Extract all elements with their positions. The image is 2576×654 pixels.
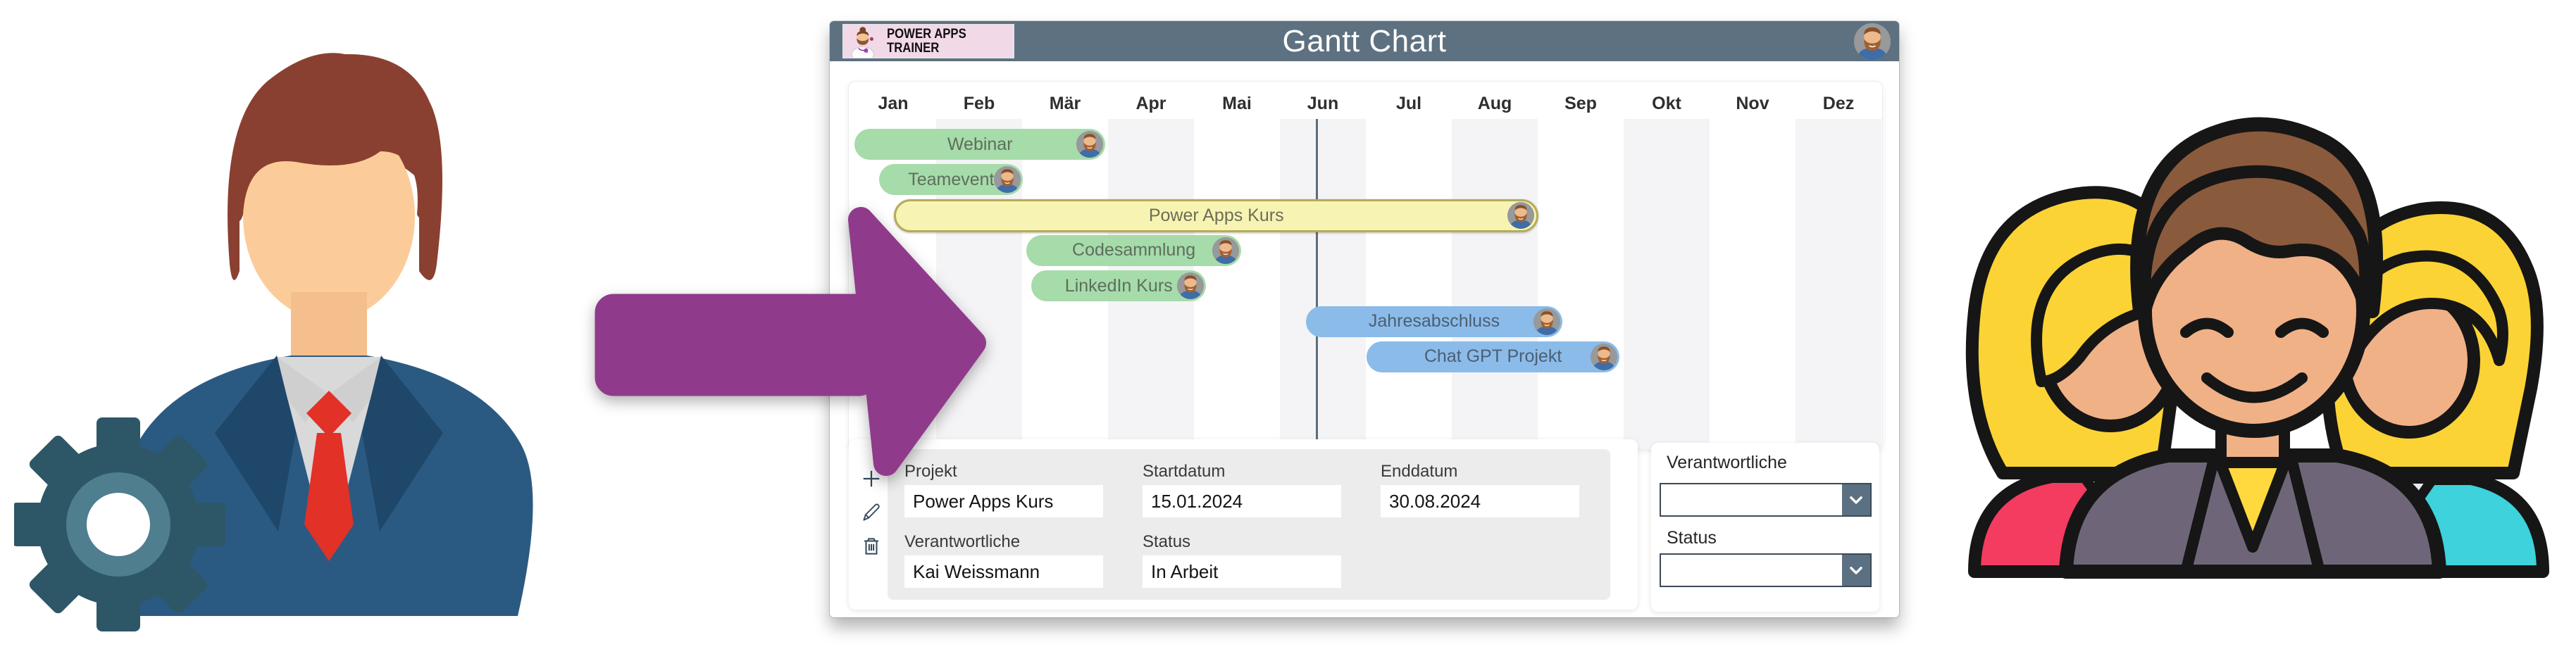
projekt-label: Projekt xyxy=(904,462,957,481)
user-avatar[interactable] xyxy=(1854,23,1891,60)
gantt-bar-label: Teamevent xyxy=(908,169,995,189)
gear-icon xyxy=(14,417,225,631)
verantwortliche-label: Verantwortliche xyxy=(904,532,1021,551)
lapel-left xyxy=(215,356,296,532)
gantt-bar-label: Codesammlung xyxy=(1072,240,1196,260)
verantwortliche-field[interactable] xyxy=(904,555,1103,588)
add-button[interactable] xyxy=(860,467,883,490)
page-title: Gantt Chart xyxy=(1282,24,1447,58)
gantt-bar-label: Webinar xyxy=(947,134,1013,154)
trash-icon xyxy=(864,538,878,555)
businessman-illustration xyxy=(14,53,533,631)
responsible-dropdown-button[interactable] xyxy=(1842,484,1870,515)
man-hair-front xyxy=(2138,165,2372,317)
month-label-feb: Feb xyxy=(963,94,995,113)
gantt-bar-codesammlung[interactable]: Codesammlung xyxy=(1026,234,1242,266)
gantt-bar-jahresabschluss[interactable]: Jahresabschluss xyxy=(1305,306,1563,337)
status-dropdown-value xyxy=(1661,555,1842,586)
app-header-bar: POWER APPS TRAINER Gantt Chart xyxy=(830,21,1899,61)
gantt-bar-chat-gpt-projekt[interactable]: Chat GPT Projekt xyxy=(1367,341,1619,372)
gantt-bar-webinar[interactable]: Webinar xyxy=(854,129,1106,160)
responsible-dropdown-value xyxy=(1661,484,1842,515)
face xyxy=(243,112,415,320)
month-label-nov: Nov xyxy=(1736,94,1769,113)
filter-status-label: Status xyxy=(1667,528,1717,548)
logo-line1: POWER APPS xyxy=(887,26,966,42)
month-label-sep: Sep xyxy=(1564,94,1597,113)
gantt-bar-label: LinkedIn Kurs xyxy=(1064,275,1173,296)
delete-button[interactable] xyxy=(860,535,883,558)
status-dropdown[interactable] xyxy=(1660,553,1872,587)
man-smile xyxy=(2201,372,2308,403)
chevron-down-icon xyxy=(1850,567,1862,574)
lapel-right xyxy=(362,356,443,532)
gantt-bar-label: Chat GPT Projekt xyxy=(1424,346,1562,367)
assignee-avatar xyxy=(1590,343,1617,370)
chevron-down-icon xyxy=(1850,496,1862,504)
status-dropdown-button[interactable] xyxy=(1842,555,1870,586)
startdatum-field[interactable] xyxy=(1143,485,1341,517)
detail-form-card: Projekt Startdatum Enddatum Verantwortli… xyxy=(849,439,1638,610)
assignee-avatar xyxy=(1507,202,1535,229)
power-apps-trainer-logo: POWER APPS TRAINER xyxy=(842,24,1014,58)
assignee-avatar xyxy=(1533,308,1561,335)
startdatum-label: Startdatum xyxy=(1143,462,1226,481)
record-actions xyxy=(856,467,887,558)
enddatum-label: Enddatum xyxy=(1381,462,1458,481)
month-label-okt: Okt xyxy=(1652,94,1681,113)
tie xyxy=(306,391,351,437)
logo-line2: TRAINER xyxy=(887,40,940,56)
gantt-bar-power-apps-kurs[interactable]: Power Apps Kurs xyxy=(894,199,1539,232)
man-lapel-right xyxy=(2286,453,2325,577)
today-marker-line xyxy=(1316,119,1319,450)
edit-button[interactable] xyxy=(860,501,883,524)
month-label-mai: Mai xyxy=(1222,94,1252,113)
responsible-dropdown[interactable] xyxy=(1660,483,1872,517)
team-illustration xyxy=(1965,117,2549,579)
edit-pencil-icon xyxy=(863,503,880,521)
tie-blade xyxy=(304,433,354,561)
form-fields-panel: Projekt Startdatum Enddatum Verantwortli… xyxy=(888,449,1610,600)
gantt-chart-panel: Jan Feb Mär Apr Mai Jun Jul Aug Sep Okt Nov Dez Web… xyxy=(848,81,1883,451)
month-label-aug: Aug xyxy=(1477,94,1512,113)
man-eye-left xyxy=(2180,317,2234,338)
man-lapel-left xyxy=(2180,453,2220,577)
assignee-avatar xyxy=(1212,237,1240,264)
month-label-dez: Dez xyxy=(1822,94,1855,113)
gantt-bar-teamevent[interactable]: Teamevent xyxy=(879,164,1023,196)
month-stripe xyxy=(1624,119,1710,450)
month-label-mär: Mär xyxy=(1049,94,1081,113)
month-label-jan: Jan xyxy=(878,94,909,113)
add-icon xyxy=(863,470,880,487)
gantt-bar-label: Jahresabschluss xyxy=(1368,311,1500,331)
assignee-avatar xyxy=(994,166,1021,194)
filter-responsible-label: Verantwortliche xyxy=(1667,453,1787,472)
status-field[interactable] xyxy=(1143,555,1341,588)
month-label-jun: Jun xyxy=(1307,94,1339,113)
month-label-jul: Jul xyxy=(1395,94,1422,113)
month-stripe xyxy=(1452,119,1538,450)
filter-card: Verantwortliche Status xyxy=(1651,443,1879,612)
gantt-bar-linkedin-kurs[interactable]: LinkedIn Kurs xyxy=(1031,270,1207,302)
month-stripe xyxy=(1280,119,1366,450)
month-stripe xyxy=(1796,119,1881,450)
status-label: Status xyxy=(1143,532,1191,551)
app-window: POWER APPS TRAINER Gantt Chart Jan Feb Mär… xyxy=(830,21,1899,617)
assignee-avatar xyxy=(1076,131,1104,158)
projekt-field[interactable] xyxy=(904,485,1103,517)
man-eye-right xyxy=(2275,317,2329,338)
month-label-apr: Apr xyxy=(1135,94,1166,113)
assignee-avatar xyxy=(1177,272,1205,300)
neck xyxy=(291,292,367,363)
hair-front xyxy=(232,68,430,221)
enddatum-field[interactable] xyxy=(1381,485,1579,517)
logo-mascot-icon xyxy=(851,26,874,58)
arrow-graphic xyxy=(595,207,986,476)
gantt-bar-label: Power Apps Kurs xyxy=(1148,205,1284,225)
